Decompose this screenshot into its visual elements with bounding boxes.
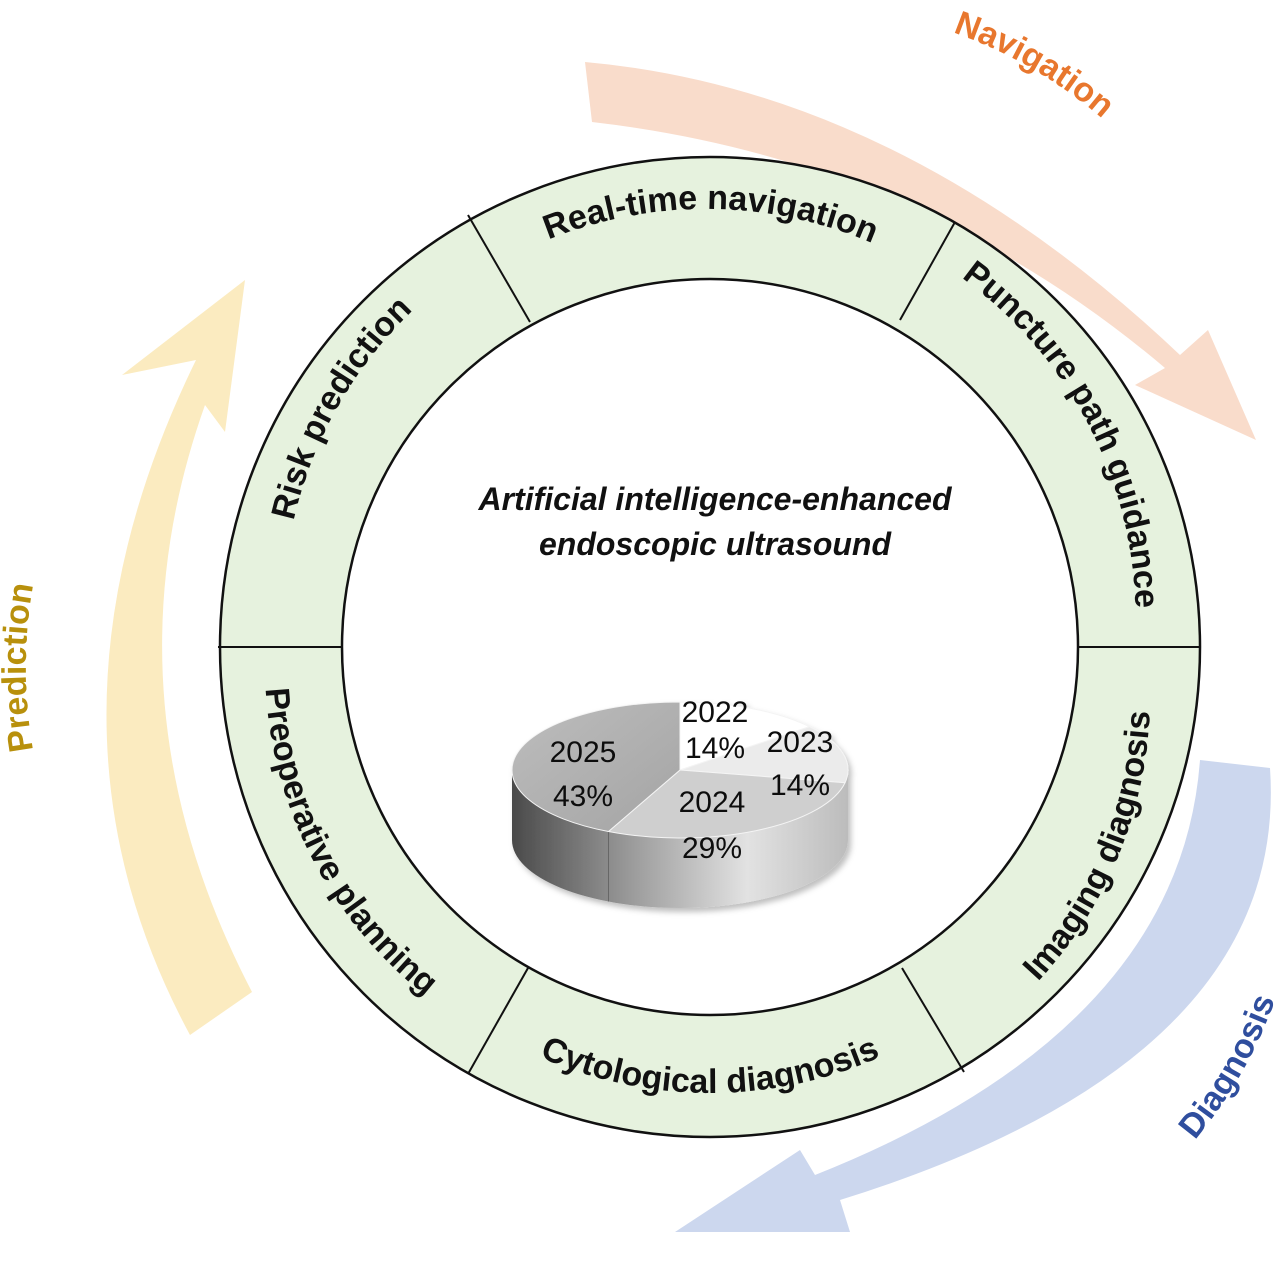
pie-label-percent-2022: 14%	[685, 732, 745, 765]
pie-label-year-2022: 2022	[682, 696, 749, 729]
diagnosis-arrow	[675, 760, 1271, 1232]
prediction-label: Prediction	[0, 580, 41, 755]
outer-ring	[218, 155, 1202, 1139]
pie-label-percent-2023: 14%	[770, 769, 830, 802]
pie-label-year-2025: 2025	[550, 736, 617, 769]
ring-divider	[467, 967, 529, 1075]
prediction-arrow	[106, 280, 252, 1035]
pie-side-wall	[512, 770, 848, 908]
pie-slice-2025	[511, 701, 681, 833]
ring-divider	[899, 221, 956, 321]
pie-slice-2023	[679, 726, 849, 784]
pie-label-percent-2025: 43%	[553, 780, 613, 813]
pie-slice-2024	[607, 769, 846, 839]
navigation-label: Navigation	[950, 4, 1122, 125]
navigation-arrow	[585, 62, 1256, 440]
pie-label-year-2023: 2023	[767, 726, 834, 759]
diagnosis-label: Diagnosis	[1171, 989, 1282, 1145]
ring-divider	[901, 967, 965, 1073]
center-title-line2: endoscopic ultrasound	[539, 526, 892, 562]
pie-label-percent-2024: 29%	[682, 832, 742, 865]
pie-slice-2022	[679, 701, 811, 771]
ring-divider	[467, 214, 531, 323]
pie-label-year-2024: 2024	[679, 786, 746, 819]
center-title-line1: Artificial intelligence-enhanced	[478, 481, 953, 517]
